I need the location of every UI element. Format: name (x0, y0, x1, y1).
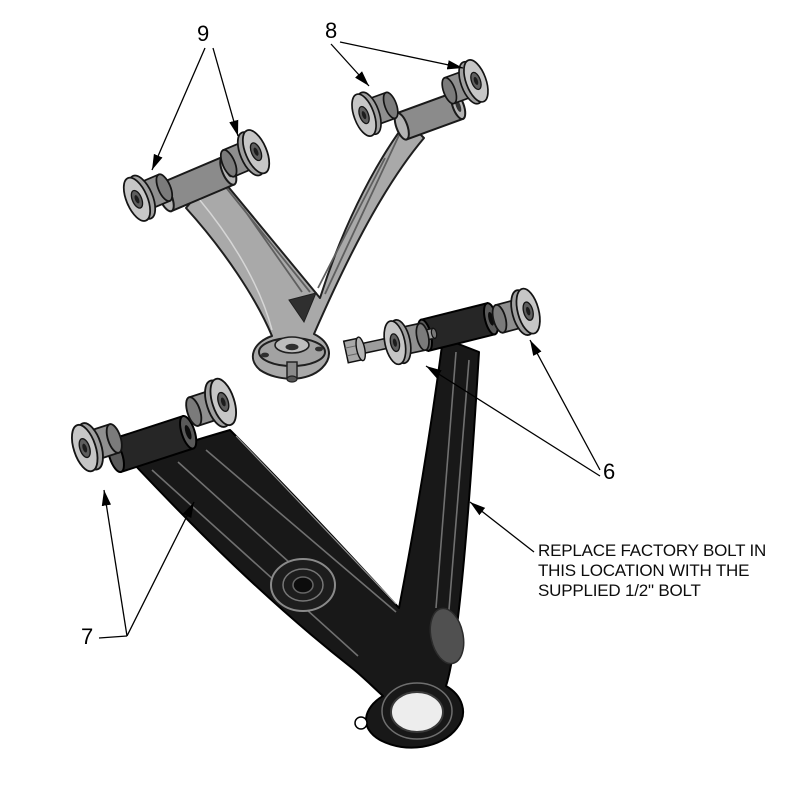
lower-arm-ball-joint-cup (354, 682, 453, 740)
upper-arm-lightening-hole (288, 292, 317, 324)
upper-arm-right-sleeve (393, 91, 467, 141)
leader-7-right (126, 501, 195, 637)
bolt-washer (355, 336, 367, 362)
leader-8-left (330, 43, 370, 87)
lower-arm-body (131, 337, 480, 749)
leader-9-right (212, 47, 239, 137)
note-line-2: THIS LOCATION WITH THE (538, 561, 750, 580)
callout-6: 6 (603, 459, 616, 484)
callout-9: 9 (197, 21, 210, 46)
lower-arm-bracket (429, 607, 465, 665)
callout-8: 8 (325, 18, 338, 43)
leader-8-right (339, 41, 464, 70)
leader-note (469, 501, 535, 553)
leader-lines (98, 41, 601, 639)
note-line-3: SUPPLIED 1/2" BOLT (538, 581, 701, 600)
replace-bolt-note: REPLACE FACTORY BOLT IN THIS LOCATION WI… (538, 541, 788, 601)
upper-arm-ball-joint (258, 336, 326, 383)
leader-7-stem (98, 635, 128, 639)
leader-6-upper (529, 339, 601, 471)
lower-arm-ribs (151, 351, 470, 657)
lower-arm-bump-stop-boss (270, 558, 336, 612)
upper-arm-ribs (219, 130, 402, 295)
callout-7: 7 (81, 624, 94, 649)
upper-arm-highlight (198, 198, 273, 331)
bushing-upper-left-outer (117, 163, 180, 226)
lower-control-arm (106, 302, 499, 749)
note-line-1: REPLACE FACTORY BOLT IN (538, 541, 767, 560)
leader-6-lower (425, 365, 601, 477)
leader-9-left (151, 47, 206, 171)
upper-arm-body (185, 120, 425, 380)
upper-control-arm (156, 91, 467, 383)
bushing-upper-right-inner (346, 81, 405, 141)
lower-arm-edge-highlight (235, 435, 397, 605)
leader-7-left (101, 489, 128, 637)
